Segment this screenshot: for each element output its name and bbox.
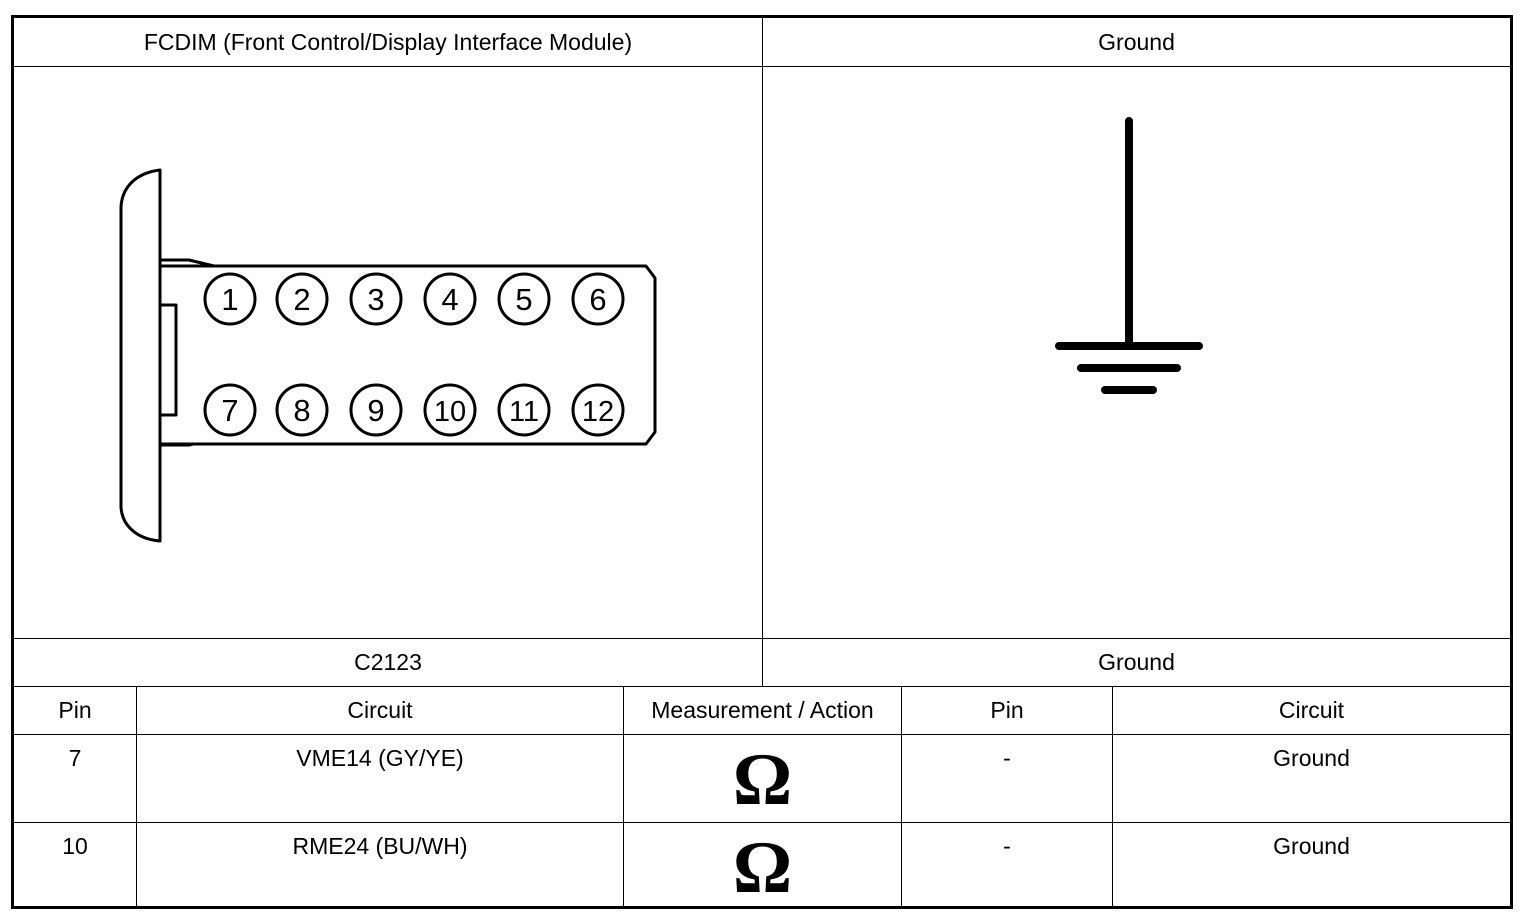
connector-pin-label: 6 bbox=[589, 282, 606, 317]
connector-pin-circle bbox=[203, 272, 257, 326]
col-header-pin-2: Pin bbox=[902, 687, 1113, 735]
col-header-pin: Pin bbox=[14, 687, 137, 735]
connector-pin-label: 2 bbox=[293, 282, 310, 317]
connector-pin-circle bbox=[349, 272, 403, 326]
connector-pin-label: 7 bbox=[221, 393, 238, 428]
connector-pin-label: 3 bbox=[367, 282, 384, 317]
col-header-measurement: Measurement / Action bbox=[624, 687, 902, 735]
connector-pin-circle bbox=[423, 272, 477, 326]
connector-pin-label: 11 bbox=[509, 396, 539, 428]
connector-pin-label: 8 bbox=[293, 393, 310, 428]
col-header-circuit: Circuit bbox=[137, 687, 624, 735]
row-2-pin-2: - bbox=[902, 823, 1113, 906]
row-1-pin-2: - bbox=[902, 735, 1113, 823]
row-1-measurement: Ω bbox=[624, 735, 902, 823]
connector-pin-circle bbox=[423, 383, 477, 437]
ground-header: Ground bbox=[763, 18, 1510, 67]
connector-pin-10: 10 bbox=[423, 383, 477, 437]
connector-pin-12: 12 bbox=[571, 383, 625, 437]
connector-pin-8: 8 bbox=[275, 383, 329, 437]
connector-pin-label: 10 bbox=[434, 396, 466, 428]
connector-pin-5: 5 bbox=[497, 272, 551, 326]
row-2-pin: 10 bbox=[14, 823, 137, 906]
ohm-icon: Ω bbox=[732, 739, 793, 821]
connector-pin-label: 1 bbox=[221, 282, 238, 317]
connector-id-c2123: C2123 bbox=[14, 639, 763, 687]
connector-pin-label: 4 bbox=[441, 282, 458, 317]
connector-pin-6: 6 bbox=[571, 272, 625, 326]
row-1-circuit-2: Ground bbox=[1113, 735, 1510, 823]
ground-symbol-cell bbox=[763, 67, 1510, 639]
row-1-circuit: VME14 (GY/YE) bbox=[137, 735, 624, 823]
fcdim-header: FCDIM (Front Control/Display Interface M… bbox=[14, 18, 763, 67]
row-2-circuit: RME24 (BU/WH) bbox=[137, 823, 624, 906]
connector-pin-9: 9 bbox=[349, 383, 403, 437]
row-2-circuit-2: Ground bbox=[1273, 833, 1350, 859]
connector-pin-11: 11 bbox=[497, 383, 551, 437]
row-2-measurement: Ω bbox=[624, 823, 902, 906]
connector-id-ground: Ground bbox=[763, 639, 1510, 687]
connector-pin-circle bbox=[349, 383, 403, 437]
connector-pin-7: 7 bbox=[203, 383, 257, 437]
connector-pin-label: 9 bbox=[367, 393, 384, 428]
col-header-circuit-2: Circuit bbox=[1113, 687, 1510, 735]
connector-pin-circle bbox=[275, 272, 329, 326]
connector-pin-label: 5 bbox=[515, 282, 532, 317]
connector-pin-circle bbox=[497, 383, 551, 437]
connector-pin-circle bbox=[203, 383, 257, 437]
connector-pin-2: 2 bbox=[275, 272, 329, 326]
connector-pin-circle bbox=[275, 383, 329, 437]
connector-pin-3: 3 bbox=[349, 272, 403, 326]
pinout-table: FCDIM (Front Control/Display Interface M… bbox=[11, 15, 1513, 909]
row-1-pin: 7 bbox=[14, 735, 137, 823]
connector-pin-circle bbox=[571, 272, 625, 326]
ohm-icon: Ω bbox=[732, 827, 793, 909]
ground-icon bbox=[1055, 117, 1203, 394]
connector-pin-label: 12 bbox=[582, 396, 614, 428]
connector-pin-4: 4 bbox=[423, 272, 477, 326]
connector-pin-circle bbox=[571, 383, 625, 437]
connector-pin-circle bbox=[497, 272, 551, 326]
connector-pin-1: 1 bbox=[203, 272, 257, 326]
